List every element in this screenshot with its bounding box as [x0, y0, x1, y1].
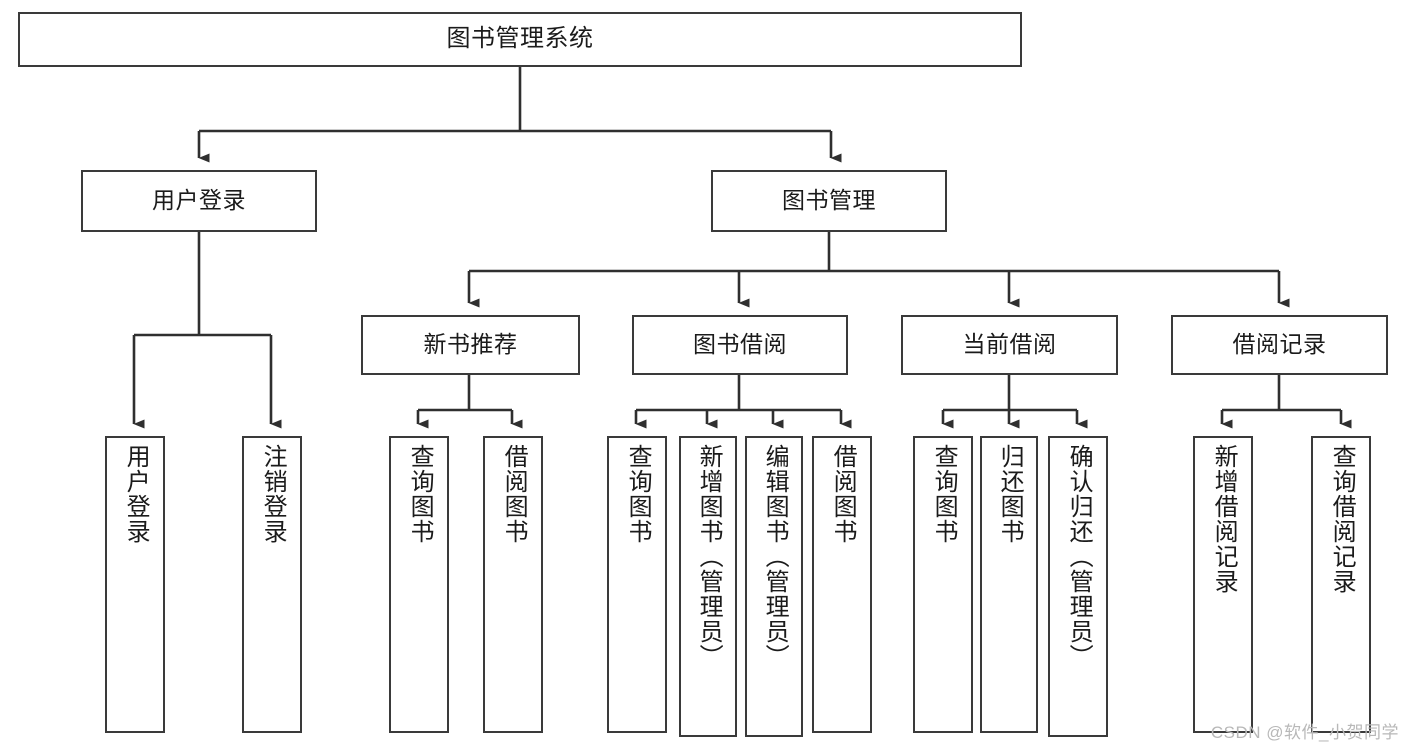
leaf-new-book-1[interactable]: 查询图书 — [389, 436, 449, 733]
leaf-current-borrow-2[interactable]: 归还图书 — [980, 436, 1038, 733]
node-book-borrow[interactable]: 图书借阅 — [632, 315, 848, 375]
node-user-login[interactable]: 用户登录 — [81, 170, 317, 232]
node-borrow-record[interactable]: 借阅记录 — [1171, 315, 1388, 375]
leaf-new-book-2-label: 借阅图书 — [500, 444, 528, 544]
leaf-borrow-record-2-label: 查询借阅记录 — [1328, 444, 1356, 594]
node-book-borrow-label: 图书借阅 — [693, 331, 787, 358]
leaf-current-borrow-2-label: 归还图书 — [996, 444, 1024, 544]
leaf-book-borrow-4[interactable]: 借阅图书 — [812, 436, 872, 733]
node-user-login-label: 用户登录 — [152, 187, 246, 214]
node-book-manage-label: 图书管理 — [782, 187, 876, 214]
node-book-manage[interactable]: 图书管理 — [711, 170, 947, 232]
leaf-borrow-record-1-label: 新增借阅记录 — [1210, 444, 1238, 594]
node-borrow-record-label: 借阅记录 — [1232, 331, 1327, 358]
leaf-user-login-1[interactable]: 用户登录 — [105, 436, 165, 733]
node-current-borrow-label: 当前借阅 — [962, 331, 1057, 358]
leaf-current-borrow-3-label: 确认归还（管理员） — [1065, 444, 1093, 669]
leaf-new-book-1-label: 查询图书 — [406, 444, 434, 544]
leaf-book-borrow-3[interactable]: 编辑图书（管理员） — [745, 436, 803, 737]
leaf-book-borrow-3-label: 编辑图书（管理员） — [761, 444, 789, 669]
leaf-user-login-1-label: 用户登录 — [122, 444, 150, 544]
leaf-current-borrow-1[interactable]: 查询图书 — [913, 436, 973, 733]
node-current-borrow[interactable]: 当前借阅 — [901, 315, 1118, 375]
leaf-current-borrow-3[interactable]: 确认归还（管理员） — [1048, 436, 1108, 737]
node-new-book-recommend[interactable]: 新书推荐 — [361, 315, 580, 375]
leaf-current-borrow-1-label: 查询图书 — [930, 444, 958, 544]
leaf-user-login-2[interactable]: 注销登录 — [242, 436, 302, 733]
leaf-borrow-record-1[interactable]: 新增借阅记录 — [1193, 436, 1253, 733]
leaf-book-borrow-4-label: 借阅图书 — [829, 444, 857, 544]
leaf-book-borrow-1-label: 查询图书 — [624, 444, 652, 544]
leaf-book-borrow-1[interactable]: 查询图书 — [607, 436, 667, 733]
node-root-label: 图书管理系统 — [446, 25, 594, 53]
node-root[interactable]: 图书管理系统 — [18, 12, 1022, 67]
leaf-borrow-record-2[interactable]: 查询借阅记录 — [1311, 436, 1371, 733]
watermark: CSDN @软件_小贺同学 — [1210, 723, 1399, 742]
leaf-user-login-2-label: 注销登录 — [259, 444, 287, 544]
leaf-book-borrow-2[interactable]: 新增图书（管理员） — [679, 436, 737, 737]
leaf-new-book-2[interactable]: 借阅图书 — [483, 436, 543, 733]
leaf-book-borrow-2-label: 新增图书（管理员） — [695, 444, 723, 669]
node-new-book-recommend-label: 新书推荐 — [423, 331, 518, 358]
